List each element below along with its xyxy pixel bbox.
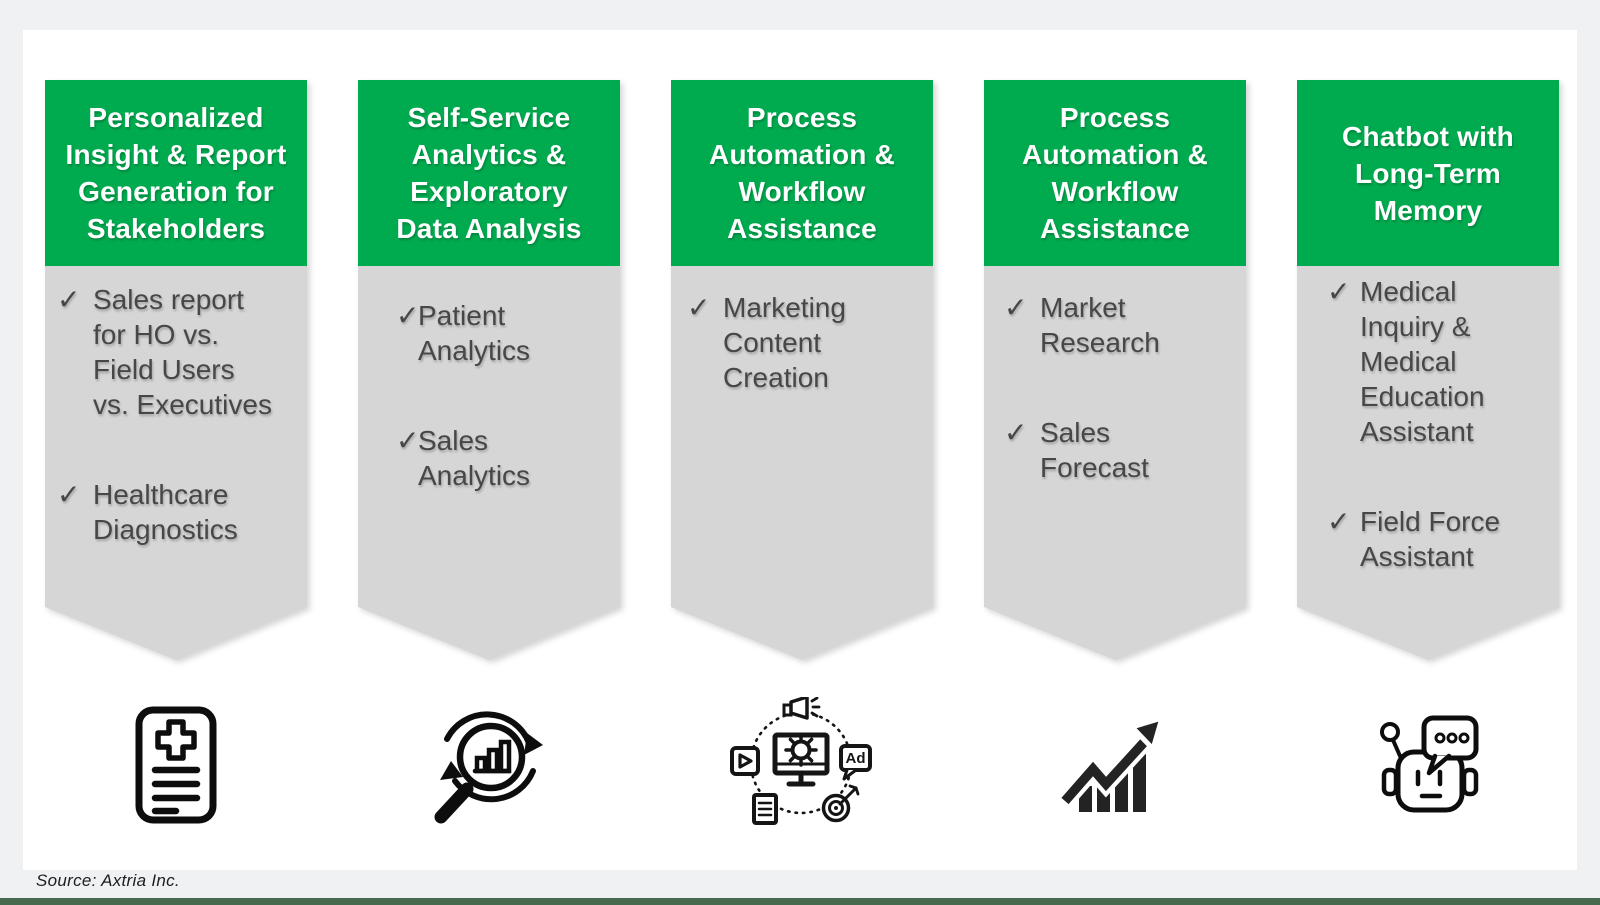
ad-label: Ad — [846, 750, 866, 767]
check-icon: ✓ — [1327, 276, 1351, 307]
footer-bar — [0, 898, 1600, 905]
checklist-item-text: Market Research — [1040, 292, 1160, 358]
source-attribution: Source: Axtria Inc. — [36, 871, 180, 890]
column-title: Self-Service Analytics & Exploratory Dat… — [358, 80, 620, 266]
banner-column-self-service-analytics: Self-Service Analytics & Exploratory Dat… — [358, 80, 620, 660]
check-icon: ✓ — [396, 425, 420, 456]
growth-arrow-icon — [984, 695, 1246, 835]
checklist-item: ✓ Sales Analytics — [358, 423, 620, 493]
banner-column-personalized-insight: Personalized Insight & Report Generation… — [45, 80, 307, 660]
checklist-item-text: Sales Forecast — [1040, 417, 1149, 483]
checklist-item-text: Marketing Content Creation — [723, 292, 846, 393]
checklist-item: ✓ Sales Forecast — [984, 415, 1246, 485]
checklist-item: ✓ Market Research — [984, 290, 1246, 360]
column-title: Chatbot with Long-Term Memory — [1297, 80, 1559, 266]
checklist-item-text: Patient Analytics — [418, 300, 531, 366]
check-icon: ✓ — [57, 479, 81, 510]
checklist-item: ✓ Sales report for HO vs. Field Users vs… — [45, 282, 307, 422]
checklist-item-text: Field Force Assistant — [1360, 506, 1501, 572]
check-icon: ✓ — [687, 292, 711, 323]
checklist-item: ✓ Marketing Content Creation — [671, 290, 933, 395]
check-icon: ✓ — [1004, 292, 1028, 323]
checklist-item: ✓ Healthcare Diagnostics — [45, 477, 307, 547]
column-title: Process Automation & Workflow Assistance — [671, 80, 933, 266]
checklist-item-text: Sales Analytics — [418, 425, 531, 491]
banner-column-chatbot-memory: Chatbot with Long-Term Memory ✓ Medical … — [1297, 80, 1559, 660]
column-body: ✓ Patient Analytics ✓ Sales Analytics — [358, 266, 620, 660]
marketing-automation-icon: Ad — [671, 695, 933, 835]
checklist-item: ✓ Medical Inquiry & Medical Education As… — [1297, 274, 1559, 449]
column-body: ✓ Marketing Content Creation — [671, 266, 933, 660]
check-icon: ✓ — [57, 284, 81, 315]
medical-report-icon — [45, 695, 307, 835]
checklist-item-text: Medical Inquiry & Medical Education Assi… — [1360, 276, 1485, 447]
column-title: Process Automation & Workflow Assistance — [984, 80, 1246, 266]
checklist-item: ✓ Patient Analytics — [358, 298, 620, 368]
checklist-item-text: Healthcare Diagnostics — [93, 479, 238, 545]
checklist-item-text: Sales report for HO vs. Field Users vs. … — [93, 284, 272, 420]
chatbot-icon — [1297, 695, 1559, 835]
banner-column-process-automation-marketing: Process Automation & Workflow Assistance… — [671, 80, 933, 660]
column-title: Personalized Insight & Report Generation… — [45, 80, 307, 266]
check-icon: ✓ — [1327, 506, 1351, 537]
analytics-magnifier-icon — [358, 695, 620, 835]
column-body: ✓ Sales report for HO vs. Field Users vs… — [45, 266, 307, 660]
column-body: ✓ Market Research ✓ Sales Forecast — [984, 266, 1246, 660]
check-icon: ✓ — [1004, 417, 1028, 448]
column-body: ✓ Medical Inquiry & Medical Education As… — [1297, 266, 1559, 660]
check-icon: ✓ — [396, 300, 420, 331]
banner-column-process-automation-research: Process Automation & Workflow Assistance… — [984, 80, 1246, 660]
checklist-item: ✓ Field Force Assistant — [1297, 504, 1559, 574]
